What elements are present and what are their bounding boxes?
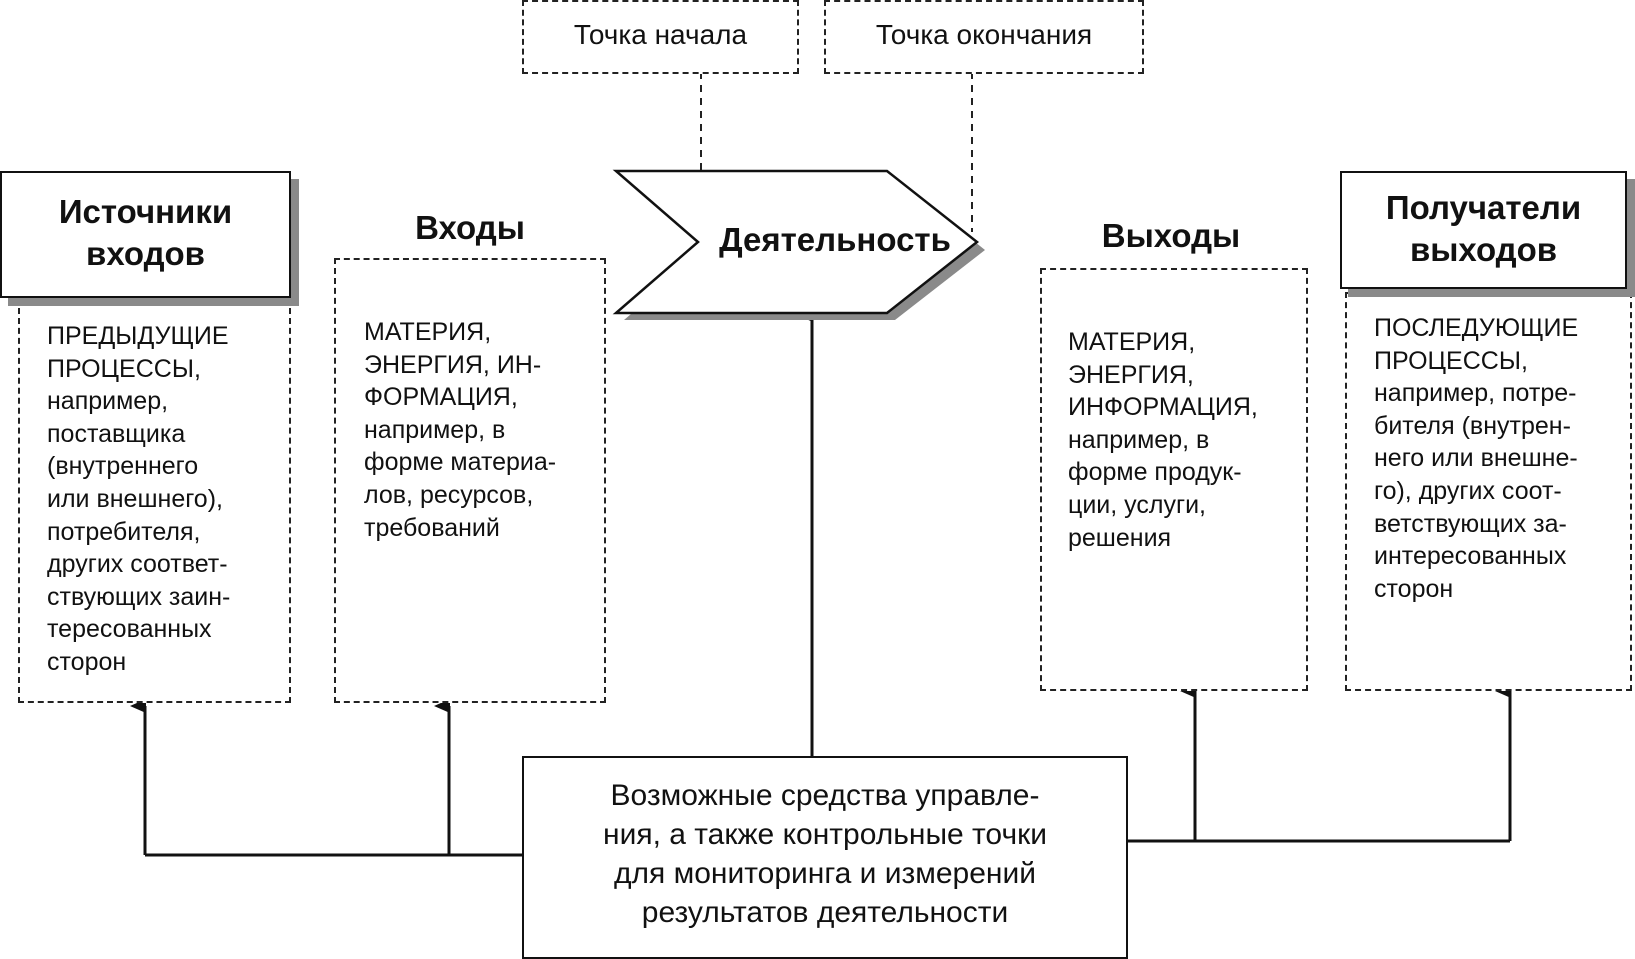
start-point-label: Точка начала	[522, 0, 799, 74]
activity-label: Деятельность	[719, 221, 951, 258]
outputs-title: Выходы	[1101, 217, 1241, 254]
start-point-text: Точка начала	[573, 19, 748, 50]
inputs-title: Входы	[415, 209, 525, 246]
controls-text: Возможные средства управле- ния, а также…	[603, 779, 1047, 929]
receivers-title: Получатели выходов	[1385, 189, 1582, 268]
inputs-box: МАТЕРИЯ, ЭНЕРГИЯ, ИН- ФОРМАЦИЯ, например…	[334, 258, 606, 703]
controls-box: Возможные средства управле- ния, а также…	[522, 756, 1128, 959]
outputs-box: МАТЕРИЯ, ЭНЕРГИЯ, ИНФОРМАЦИЯ, например, …	[1040, 268, 1308, 691]
receivers-box: ПОСЛЕДУЮЩИЕ ПРОЦЕССЫ, например, потре- б…	[1345, 292, 1632, 691]
sources-header: Источники входов	[0, 171, 291, 298]
sources-text: ПРЕДЫДУЩИЕ ПРОЦЕССЫ, например, поставщик…	[47, 322, 231, 676]
inputs-text: МАТЕРИЯ, ЭНЕРГИЯ, ИН- ФОРМАЦИЯ, например…	[364, 318, 557, 542]
sources-title: Источники входов	[58, 193, 233, 272]
sources-box: ПРЕДЫДУЩИЕ ПРОЦЕССЫ, например, поставщик…	[18, 298, 291, 703]
end-point-text: Точка окончания	[875, 19, 1093, 50]
outputs-text: МАТЕРИЯ, ЭНЕРГИЯ, ИНФОРМАЦИЯ, например, …	[1068, 328, 1258, 552]
receivers-header: Получатели выходов	[1340, 171, 1627, 289]
activity-chevron	[612, 169, 980, 315]
end-point-label: Точка окончания	[824, 0, 1144, 74]
receivers-text: ПОСЛЕДУЮЩИЕ ПРОЦЕССЫ, например, потре- б…	[1374, 314, 1579, 603]
